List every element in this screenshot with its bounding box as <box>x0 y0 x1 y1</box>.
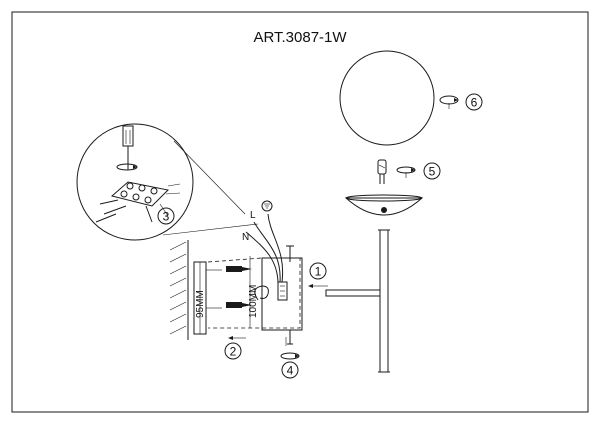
step2-arrow-icon <box>228 336 246 340</box>
page-frame <box>11 11 589 413</box>
step-badge-3: 3 <box>157 207 175 225</box>
wire-n-label: N <box>242 232 249 243</box>
wall-hatch <box>169 240 189 340</box>
step-badge-4: 4 <box>281 361 299 379</box>
lamp-cup <box>344 194 424 216</box>
step-badge-5: 5 <box>423 162 441 180</box>
page-title: ART.3087-1W <box>253 29 347 46</box>
g9-bulb <box>377 159 387 184</box>
svg-text:5: 5 <box>429 165 436 179</box>
lamp-arm <box>325 288 381 298</box>
bracket-hook <box>254 285 269 301</box>
step-badge-2: 2 <box>224 342 242 360</box>
dimension-95-label: 95MM <box>195 290 206 318</box>
screwdriver-icon <box>116 125 138 171</box>
lamp-rod <box>378 229 390 373</box>
wall-screws <box>226 266 252 308</box>
step-badge-6: 6 <box>465 93 483 111</box>
canopy-outline <box>207 257 301 329</box>
svg-text:2: 2 <box>230 345 237 359</box>
wire-l-label: L <box>250 210 256 221</box>
rotate-arrow-icon <box>280 352 300 360</box>
svg-text:4: 4 <box>287 364 294 378</box>
detail-zoom-circle <box>76 123 259 241</box>
canopy-box <box>261 257 303 331</box>
step-badge-1: 1 <box>309 262 327 280</box>
svg-text:1: 1 <box>315 265 322 279</box>
svg-text:6: 6 <box>471 96 478 110</box>
bottom-screw <box>285 330 293 346</box>
detail-terminal-block <box>95 181 181 223</box>
dimension-100-label: 100MM <box>248 285 259 318</box>
terminal-block <box>277 281 288 301</box>
ground-symbol-icon <box>261 200 273 212</box>
bulb-rotate-arrow-icon <box>396 166 416 178</box>
step1-arrow-icon <box>308 284 328 288</box>
canopy-top-screw <box>286 245 294 262</box>
globe-rotate-arrow-icon <box>439 95 459 109</box>
svg-text:3: 3 <box>163 210 170 224</box>
supply-wires <box>245 213 284 285</box>
glass-globe <box>339 50 435 146</box>
